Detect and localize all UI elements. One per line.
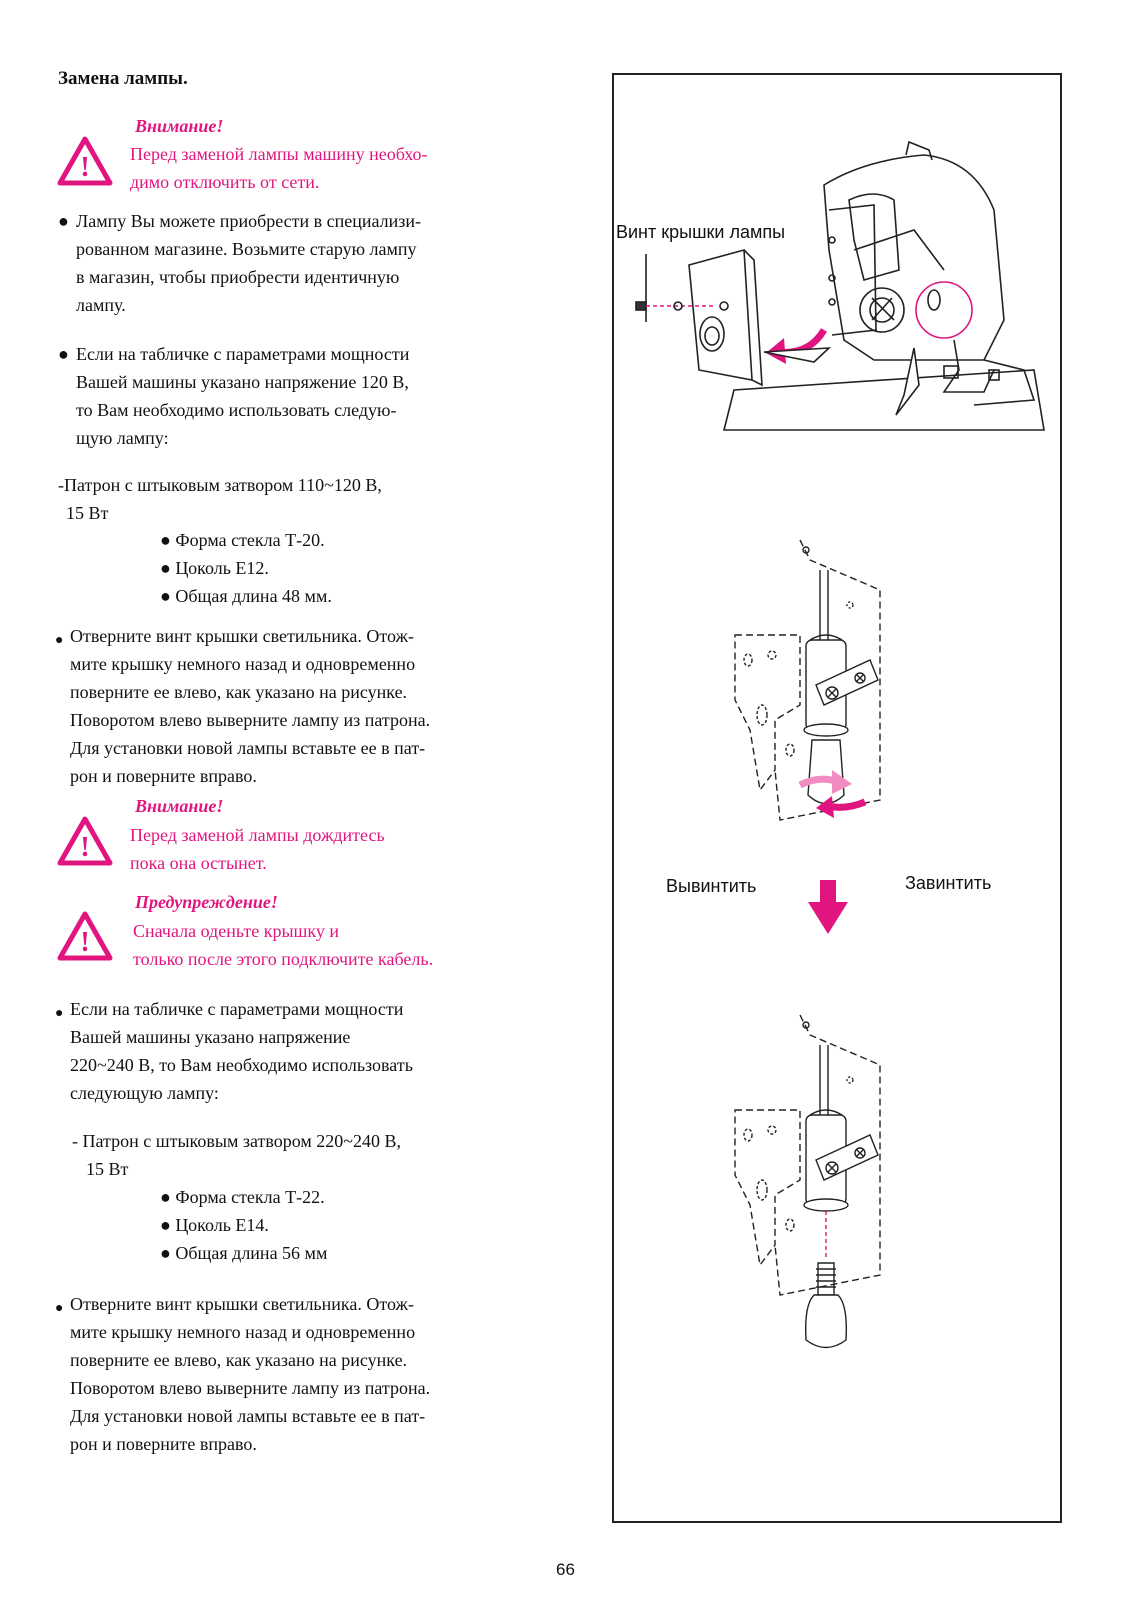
spec-120v: -Патрон с штыковым затвором 110~120 В, 1… <box>58 475 382 523</box>
list-item: ● Форма стекла Т-22. <box>160 1187 325 1207</box>
svg-text:!: ! <box>80 152 89 183</box>
list-item: ● Цоколь Е14. <box>160 1215 269 1235</box>
bullet-icon: ● <box>160 1243 176 1263</box>
unscrew-label: Вывинтить <box>666 876 757 896</box>
bullet-icon: ● <box>160 1215 176 1235</box>
warning-triangle-icon: ! <box>57 136 113 186</box>
bullet-icon: ● <box>55 633 64 648</box>
page-title: Замена лампы. <box>58 68 188 89</box>
screw-in-label: Завинтить <box>905 873 992 893</box>
down-arrow-icon <box>808 880 848 934</box>
paragraph-replace-instructions-1: ● Отверните винт крышки светильника. Ото… <box>55 626 431 786</box>
warning-heading: Предупреждение! <box>135 892 278 912</box>
warning-text: Перед заменой лампы машину необхо- димо … <box>130 144 428 192</box>
paragraph-220v: ● Если на табличке с параметрами мощност… <box>55 999 413 1103</box>
bullet-icon: ● <box>55 1301 64 1316</box>
list-item: ● Общая длина 56 мм <box>160 1243 328 1263</box>
bullet-icon: ● <box>160 1187 176 1207</box>
bullet-icon: ● <box>160 558 176 578</box>
bullet-icon: ● <box>58 344 69 364</box>
warning-heading: Внимание! <box>135 116 224 136</box>
lamp-socket-bulb-removed-illustration <box>734 1014 881 1349</box>
list-item: ● Форма стекла Т-20. <box>160 530 325 550</box>
page-number: 66 <box>556 1560 575 1579</box>
list-item: ● Общая длина 48 мм. <box>160 586 332 606</box>
warning-heading: Внимание! <box>135 796 224 816</box>
lamp-socket-unscrew-illustration <box>734 539 881 821</box>
machine-head-illustration <box>635 140 1045 431</box>
bullet-icon: ● <box>55 1006 64 1021</box>
svg-text:!: ! <box>80 832 89 863</box>
bullet-icon: ● <box>160 586 176 606</box>
paragraph-lamp-purchase: ● Лампу Вы можете приобрести в специализ… <box>58 207 421 319</box>
warning-text: Сначала оденьте крышку и только после эт… <box>133 921 434 969</box>
bullet-icon: ● <box>58 211 69 231</box>
spec-220v: - Патрон с штыковым затвором 220~240 В, … <box>72 1131 402 1179</box>
paragraph-replace-instructions-2: ● Отверните винт крышки светильника. Ото… <box>55 1294 431 1454</box>
list-item: ● Цоколь Е12. <box>160 558 269 578</box>
warning-text: Перед заменой лампы дождитесь пока она о… <box>130 825 385 873</box>
warning-triangle-icon: ! <box>57 816 113 866</box>
paragraph-120v: ● Если на табличке с параметрами мощност… <box>58 340 409 452</box>
warning-triangle-icon: ! <box>57 911 113 961</box>
bullet-icon: ● <box>160 530 176 550</box>
screw-label: Винт крышки лампы <box>616 222 786 242</box>
spec-220v-list: ● Форма стекла Т-22. ● Цоколь Е14. ● Общ… <box>160 1183 327 1267</box>
spec-120v-list: ● Форма стекла Т-20. ● Цоколь Е12. ● Общ… <box>160 526 332 610</box>
illustration-frame <box>612 73 1062 1523</box>
svg-text:!: ! <box>80 927 89 958</box>
